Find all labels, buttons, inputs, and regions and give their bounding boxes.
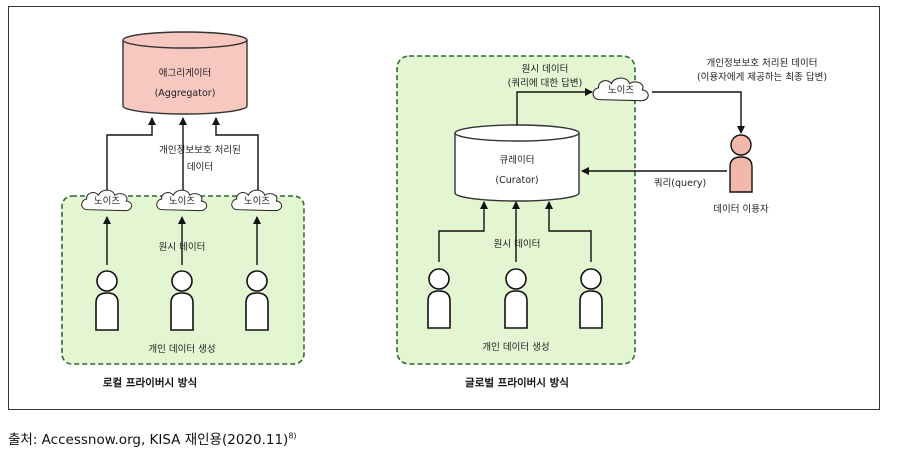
- curator-en-label: (Curator): [495, 175, 538, 186]
- local-privacy-title: 로컬 프라이버시 방식: [103, 376, 197, 389]
- arrow-noise3-to-aggregator: [212, 117, 259, 190]
- data-user-icon: [729, 134, 753, 193]
- local-privacy-processed-line1: 개인정보보호 처리된: [159, 144, 241, 156]
- arrow-person1-to-curator: [438, 201, 488, 262]
- caption-footnote: 8): [288, 431, 297, 441]
- figure-frame: [8, 6, 880, 410]
- person-icon: [245, 270, 269, 331]
- local-raw-data-label: 원시 데이터: [159, 242, 206, 253]
- person-icon: [427, 268, 451, 329]
- query-answer-label: (쿼리에 대한 답변): [508, 77, 583, 89]
- noise-label: 노이즈: [169, 196, 195, 207]
- final-answer-label: (이용자에게 제공하는 최종 답변): [697, 71, 827, 83]
- person-icon: [95, 270, 119, 331]
- global-raw-data-top-label: 원시 데이터: [522, 64, 569, 75]
- global-privacy-panel: 원시 데이터 (쿼리에 대한 답변) 큐레이터 (Curator) 노이즈 개인…: [396, 55, 827, 389]
- arrow-person3-to-curator: [545, 201, 592, 262]
- global-privacy-title: 글로벌 프라이버시 방식: [465, 376, 569, 389]
- local-personal-data-gen-label: 개인 데이터 생성: [148, 344, 215, 355]
- aggregator-cylinder: [122, 31, 248, 115]
- noise-label: 노이즈: [244, 196, 270, 207]
- global-noise-label: 노이즈: [608, 85, 634, 96]
- person-icon: [170, 270, 194, 331]
- person-icon: [579, 268, 603, 329]
- local-privacy-processed-line2: 데이터: [187, 162, 213, 173]
- caption-text: 출처: Accessnow.org, KISA 재인용(2020.11): [8, 432, 289, 448]
- query-label: 쿼리(query): [654, 178, 706, 189]
- person-icon: [504, 268, 528, 329]
- arrow-noise-to-user: [652, 91, 745, 134]
- global-privacy-processed-label: 개인정보보호 처리된 데이터: [707, 57, 818, 69]
- arrow-noise1-to-aggregator: [106, 117, 156, 190]
- data-user-label: 데이터 이용자: [713, 204, 769, 215]
- arrow-curator-to-noise: [516, 88, 593, 125]
- global-raw-data-label: 원시 데이터: [494, 239, 541, 250]
- global-personal-data-gen-label: 개인 데이터 생성: [482, 342, 549, 353]
- curator-label: 큐레이터: [500, 155, 535, 166]
- local-privacy-panel: 애그리게이터 (Aggregator) 개인정보보호 처리된 데이터 노이즈 노…: [61, 31, 305, 389]
- aggregator-label: 애그리게이터: [159, 68, 211, 79]
- source-caption: 출처: Accessnow.org, KISA 재인용(2020.11)8): [8, 428, 297, 449]
- noise-label: 노이즈: [94, 196, 120, 207]
- aggregator-en-label: (Aggregator): [155, 88, 216, 99]
